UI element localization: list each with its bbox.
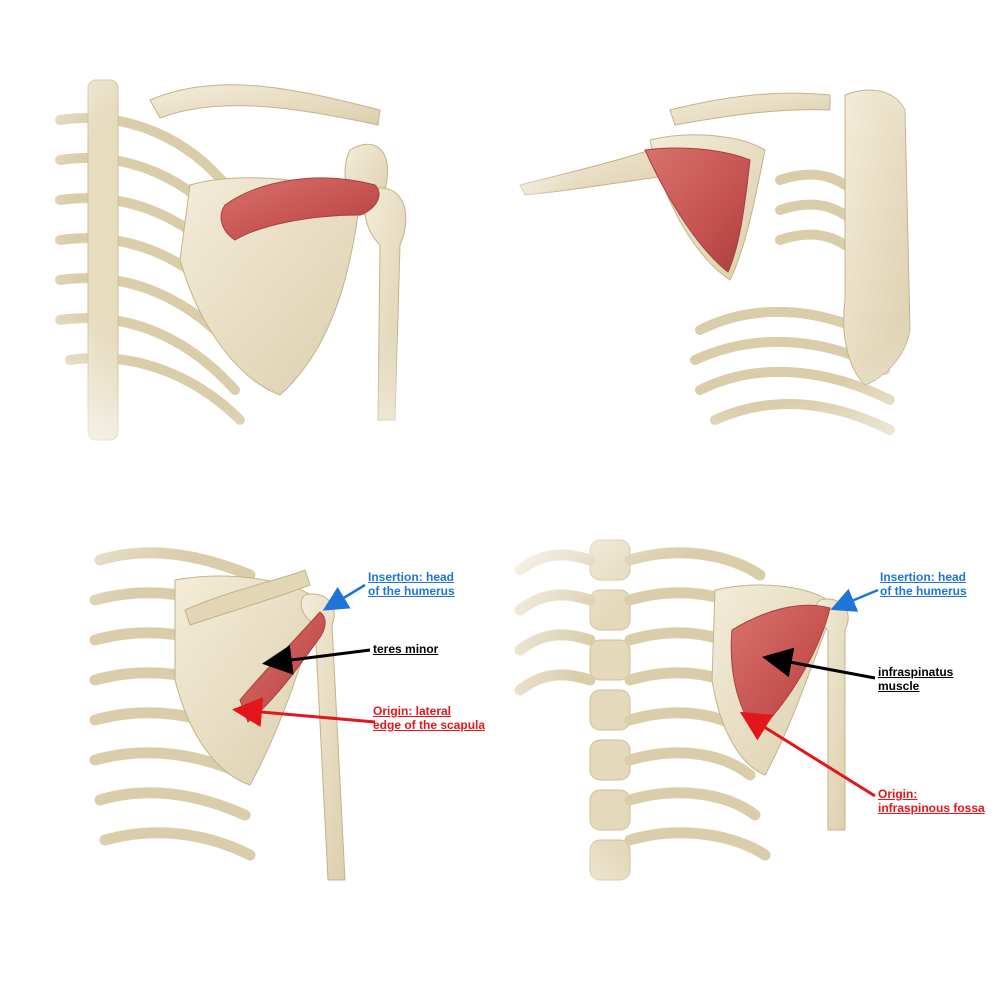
shoulder-illustration-bl [0, 500, 500, 1000]
insertion-label: Insertion: head of the humerus [368, 570, 455, 598]
insertion-label-line-2: of the humerus [368, 584, 455, 598]
muscle-label-line-2: muscle [878, 679, 920, 693]
insertion-arrow [830, 588, 879, 612]
muscle-label: teres minor [373, 642, 438, 656]
shoulder-illustration-tr [500, 0, 1000, 500]
origin-arrow [232, 697, 376, 728]
insertion-label: Insertion: head of the humerus [880, 570, 967, 598]
origin-label: Origin: infraspinous fossa [878, 787, 985, 815]
shoulder-illustration-br [500, 500, 1000, 1000]
shoulder-illustration-tl [0, 0, 500, 500]
vignette [500, 0, 1000, 500]
insertion-arrow [322, 583, 366, 611]
origin-arrow [739, 711, 876, 798]
origin-label-line-1: Origin: lateral [373, 704, 452, 718]
origin-label-line-2: infraspinous fossa [878, 801, 985, 815]
shoulder-view-anterior-superior [0, 0, 500, 500]
muscle-label-line-1: infraspinatus [878, 665, 954, 679]
muscle-arrow [762, 647, 876, 680]
shoulder-view-anterior [500, 0, 1000, 500]
teres-minor-panel: Insertion: head of the humerus teres min… [0, 500, 500, 1000]
infraspinatus-panel: Insertion: head of the humerus infraspin… [500, 500, 1000, 1000]
insertion-label-line-1: Insertion: head [880, 570, 967, 584]
vignette [500, 500, 1000, 1000]
muscle-label: infraspinatus muscle [878, 665, 953, 693]
origin-label-line-1: Origin: [878, 787, 918, 801]
origin-label-line-2: edge of the scapula [373, 718, 486, 732]
muscle-arrow [262, 645, 371, 675]
vignette [0, 0, 500, 500]
insertion-label-line-2: of the humerus [880, 584, 967, 598]
vignette [0, 500, 500, 1000]
insertion-label-line-1: Insertion: head [368, 570, 455, 584]
muscle-label-line-1: teres minor [373, 642, 439, 656]
origin-label: Origin: lateral edge of the scapula [373, 704, 485, 732]
